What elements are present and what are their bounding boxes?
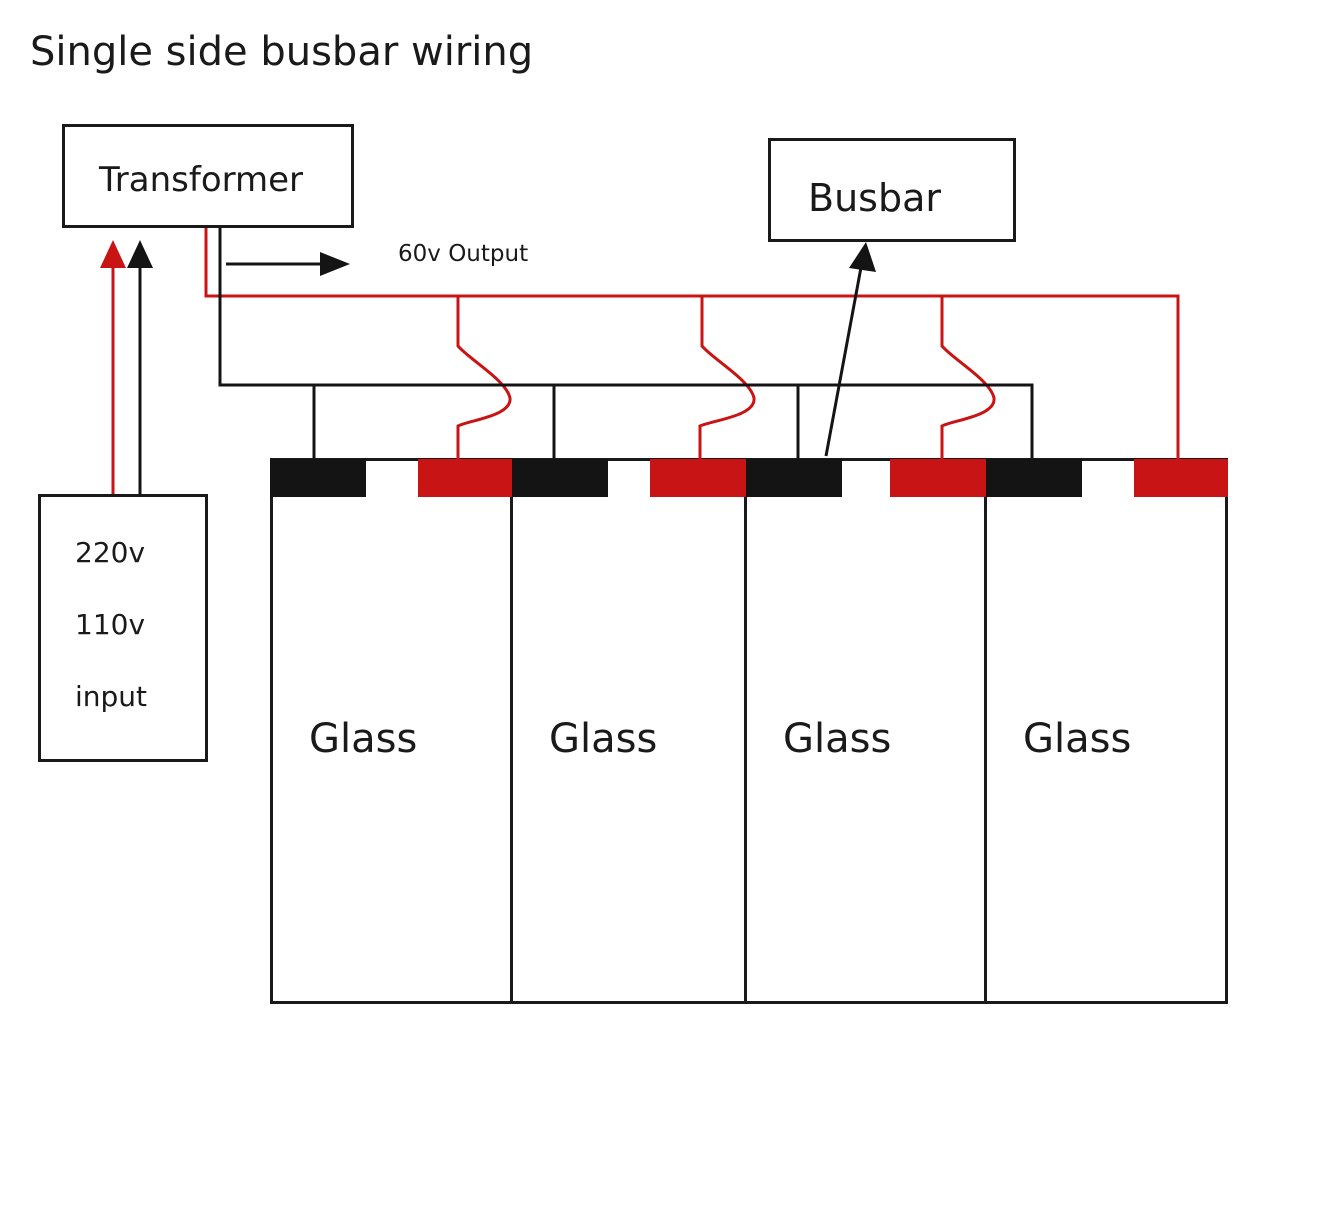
negative-terminal [746,459,842,497]
positive-terminal [890,459,986,497]
busbar-label: Busbar [808,176,941,220]
glass-panel: Glass [510,458,748,1004]
input-box: 220v 110v input [38,494,208,762]
transformer-box: Transformer [62,124,354,228]
glass-label: Glass [549,716,658,762]
negative-terminal [986,459,1082,497]
glass-label: Glass [783,716,892,762]
arrow-right-icon [320,252,350,276]
input-voltage-110: 110v [75,608,146,641]
glass-panel: Glass [744,458,988,1004]
diagram-title: Single side busbar wiring [30,29,534,75]
positive-wire [204,228,1180,460]
positive-terminal [418,459,512,497]
busbar-pointer-arrow [824,242,876,457]
transformer-label: Transformer [99,160,304,200]
busbar-box: Busbar [768,138,1016,242]
negative-wire [218,228,1034,460]
positive-terminal [1134,459,1228,497]
arrow-up-red-icon [100,240,126,268]
input-arrows [100,240,153,494]
negative-terminal [512,459,608,497]
arrow-up-black-icon [127,240,153,268]
input-label: input [75,680,148,713]
positive-terminal [650,459,746,497]
arrow-up-icon [849,242,876,272]
glass-label: Glass [309,716,418,762]
glass-panel: Glass [270,458,514,1004]
negative-terminal [270,459,366,497]
glass-panel: Glass [984,458,1228,1004]
output-arrow [226,252,350,276]
output-label: 60v Output [398,241,529,267]
input-voltage-220: 220v [75,536,146,569]
glass-label: Glass [1023,716,1132,762]
